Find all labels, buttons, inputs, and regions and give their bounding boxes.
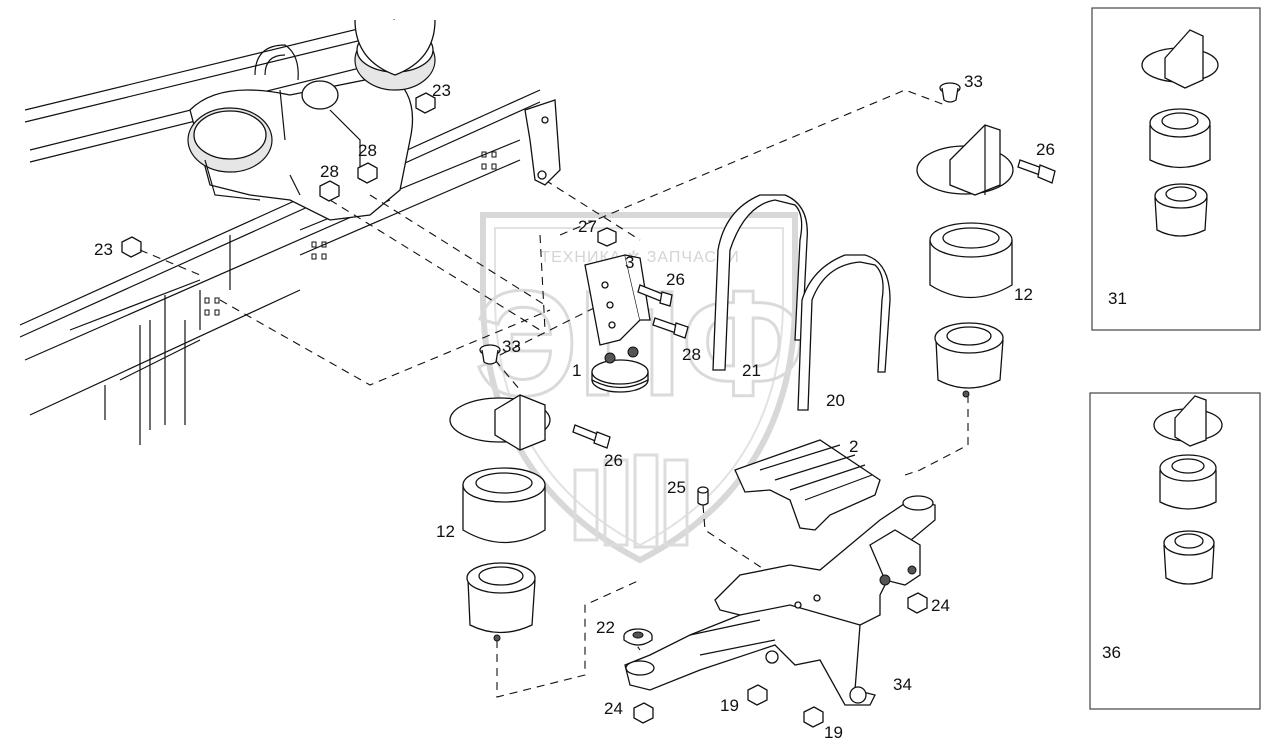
label-19-b: 19 xyxy=(824,723,843,742)
nut-28-b xyxy=(319,180,340,202)
label-24-right: 24 xyxy=(931,596,950,615)
frame-bracket xyxy=(524,99,561,186)
saddle-pad-2 xyxy=(734,439,881,531)
bolt-26-upper xyxy=(637,284,673,307)
label-21: 21 xyxy=(742,361,761,380)
nut-27 xyxy=(597,227,617,247)
cap-22 xyxy=(623,628,653,646)
air-spring-piston-left xyxy=(466,562,536,642)
nut-28-a xyxy=(357,162,378,184)
label-12-left: 12 xyxy=(436,522,455,541)
label-28-b: 28 xyxy=(320,162,339,181)
label-19-a: 19 xyxy=(720,696,739,715)
label-28-c: 28 xyxy=(682,345,701,364)
assembly-guide-lines xyxy=(139,89,969,698)
label-22: 22 xyxy=(596,618,615,637)
nut-24-bottom xyxy=(633,702,654,724)
part-labels: 23 23 28 28 27 3 26 28 1 21 20 33 33 26 … xyxy=(94,72,1127,742)
inset-31 xyxy=(1091,7,1261,331)
label-31: 31 xyxy=(1108,289,1127,308)
bolt-26-left xyxy=(572,424,611,449)
label-12-right: 12 xyxy=(1014,285,1033,304)
air-spring-assembly-top xyxy=(187,19,436,221)
label-25: 25 xyxy=(667,478,686,497)
label-26-left: 26 xyxy=(604,451,623,470)
spring-top-plate-right xyxy=(916,124,1014,196)
bolt-28-lower xyxy=(652,317,689,339)
label-36: 36 xyxy=(1102,643,1121,662)
label-2: 2 xyxy=(849,437,858,456)
label-26-right: 26 xyxy=(1036,140,1055,159)
air-spring-piston-right xyxy=(934,322,1004,398)
spring-top-plate-left xyxy=(449,394,551,451)
air-spring-bellows-12-right xyxy=(929,222,1013,299)
pad-1 xyxy=(591,346,649,393)
label-23-top: 23 xyxy=(432,81,451,100)
mounting-bracket-3 xyxy=(584,254,651,346)
label-28-a: 28 xyxy=(358,141,377,160)
nut-19-b xyxy=(803,706,824,728)
label-1: 1 xyxy=(572,361,581,380)
bolt-26-right xyxy=(1017,159,1056,184)
nut-24-right xyxy=(907,592,928,614)
pin-25 xyxy=(697,486,709,506)
label-20: 20 xyxy=(826,391,845,410)
label-24-bottom: 24 xyxy=(604,699,623,718)
u-bolt-20 xyxy=(797,254,891,411)
air-spring-bellows-12-left xyxy=(462,467,546,544)
label-33-right: 33 xyxy=(964,72,983,91)
label-26-upper: 26 xyxy=(666,270,685,289)
axle-beam-34 xyxy=(624,495,936,706)
vehicle-frame xyxy=(19,19,541,445)
label-33-left: 33 xyxy=(502,337,521,356)
label-3: 3 xyxy=(625,253,634,272)
label-27: 27 xyxy=(578,217,597,236)
label-34: 34 xyxy=(893,675,912,694)
nut-23-left xyxy=(121,236,142,258)
label-23-left: 23 xyxy=(94,240,113,259)
cap-33-left xyxy=(479,344,501,365)
inset-36 xyxy=(1089,392,1261,710)
nut-19-a xyxy=(747,684,768,706)
cap-33-right xyxy=(939,82,961,103)
nut-23-top xyxy=(415,92,436,114)
